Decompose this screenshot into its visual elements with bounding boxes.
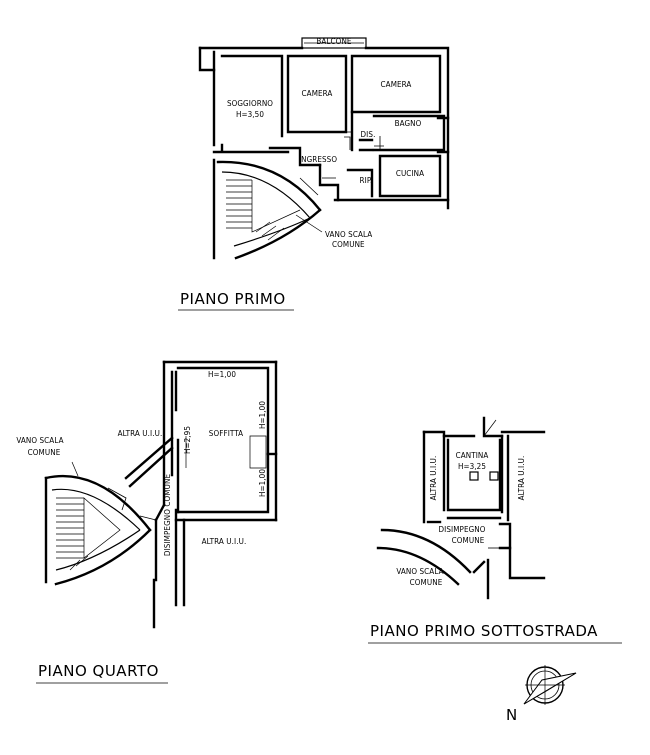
label-ingresso: INGRESSO [299, 155, 337, 164]
label-vano-scala: VANO SCALA [325, 230, 372, 239]
north-label: N [506, 706, 517, 724]
label-comune: COMUNE [28, 448, 61, 457]
title-piano-primo-sottostrada: PIANO PRIMO SOTTOSTRADA [370, 622, 598, 640]
label-camera-2: CAMERA [381, 80, 412, 89]
label-soggiorno: SOGGIORNO [227, 99, 273, 108]
label-vano-scala: VANO SCALA [396, 567, 443, 576]
piano-sottostrada-plan [376, 416, 546, 600]
label-bagno: BAGNO [395, 119, 422, 128]
label-balcone: BALCONE [316, 37, 352, 46]
label-altra-uiu-left: ALTRA U.I.U. [429, 456, 438, 501]
label-disimpegno: DISIMPEGNO COMUNE [163, 474, 172, 557]
label-vano-scala: VANO SCALA [16, 436, 63, 445]
label-altra-uiu-right: ALTRA U.I.U. [517, 456, 526, 501]
label-vano-scala-comune: COMUNE [410, 578, 443, 587]
title-piano-quarto: PIANO QUARTO [38, 662, 159, 680]
label-h-right-top: H=1,00 [258, 401, 267, 429]
label-altra-uiu-bottom: ALTRA U.I.U. [202, 537, 247, 546]
label-soffitta: SOFFITTA [209, 429, 243, 438]
label-h-right-bottom: H=1,00 [258, 469, 267, 497]
north-arrow-icon [523, 665, 577, 705]
label-cantina-height: H=3,25 [458, 462, 486, 471]
label-h-left: H=2,95 [183, 426, 192, 454]
label-rip: RIP. [360, 176, 373, 185]
label-camera-1: CAMERA [302, 89, 333, 98]
label-cantina: CANTINA [456, 451, 489, 460]
label-comune: COMUNE [452, 536, 485, 545]
label-soggiorno-height: H=3,50 [236, 110, 264, 119]
label-cucina: CUCINA [396, 169, 424, 178]
label-altra-uiu-top: ALTRA U.I.U. [118, 429, 163, 438]
label-comune: COMUNE [332, 240, 365, 249]
label-disimpegno: DISIMPEGNO [438, 525, 485, 534]
label-h-top: H=1,00 [208, 370, 236, 379]
piano-primo-plan [198, 37, 450, 260]
title-piano-primo: PIANO PRIMO [180, 290, 286, 308]
piano-quarto-plan [44, 360, 278, 629]
label-dis: DIS. [361, 130, 376, 139]
